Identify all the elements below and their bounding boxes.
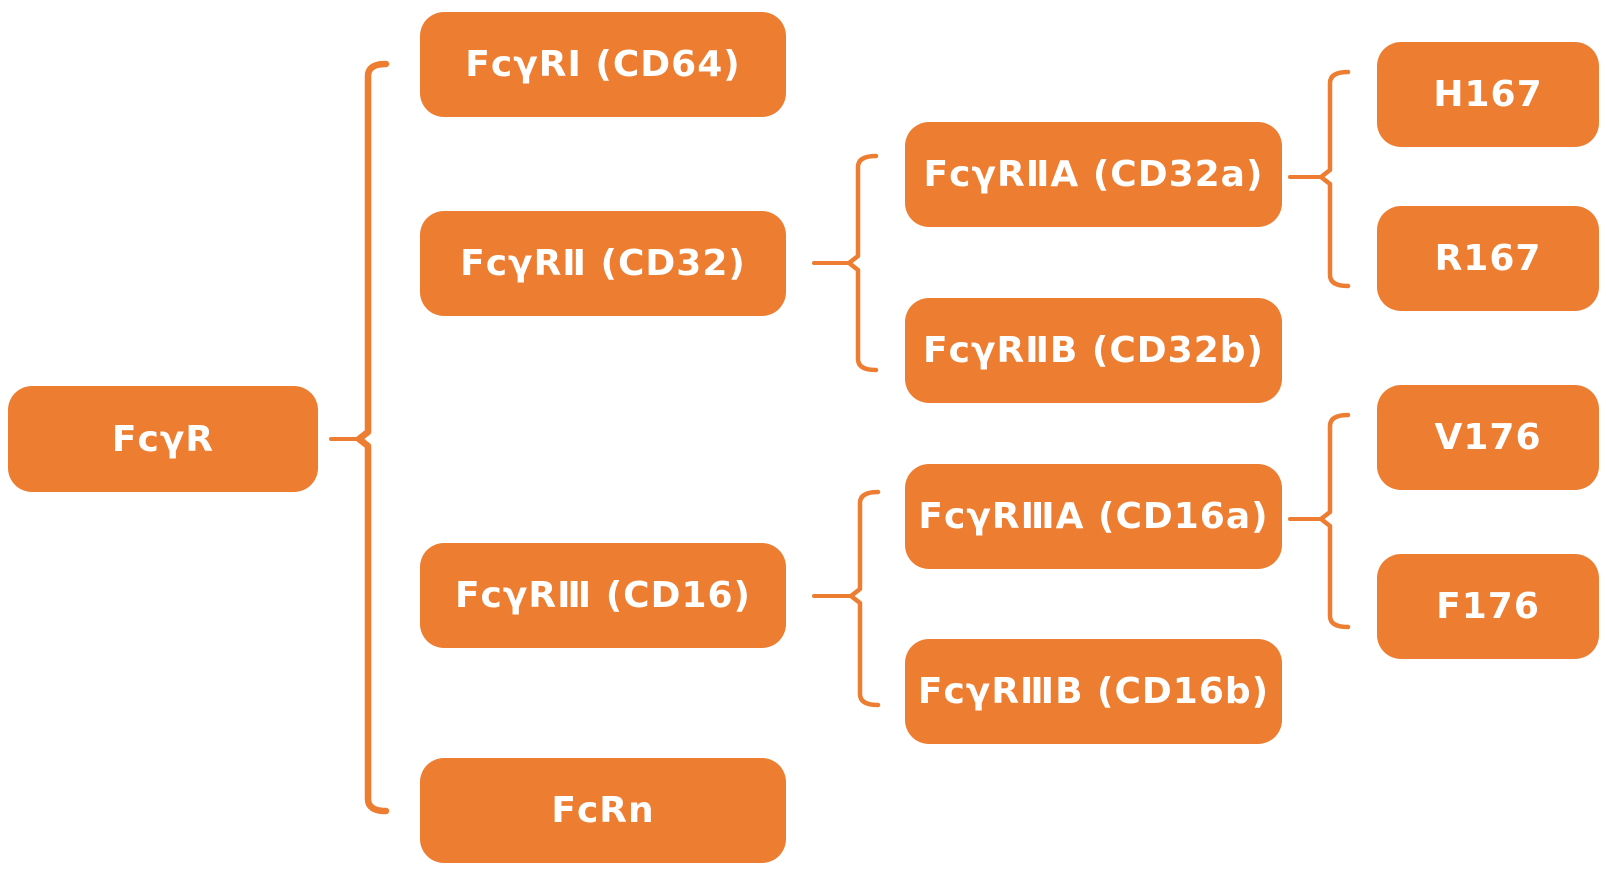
node-r167: R167 bbox=[1377, 206, 1599, 311]
node-fcgr3a-cd16a-label: FcγRⅢA (CD16a) bbox=[918, 496, 1269, 537]
node-fcgr3-cd16-label: FcγRⅢ (CD16) bbox=[454, 575, 752, 616]
node-f176-label: F176 bbox=[1436, 586, 1540, 627]
node-fcgr3b-cd16b-label: FcγRⅢB (CD16b) bbox=[917, 671, 1270, 712]
node-fcrn-label: FcRn bbox=[551, 790, 655, 831]
brace-fcgr-children bbox=[355, 60, 390, 815]
brace-fcgr3-children bbox=[848, 489, 881, 708]
node-h167-label: H167 bbox=[1433, 74, 1543, 115]
node-fcgr3a-cd16a: FcγRⅢA (CD16a) bbox=[905, 464, 1282, 569]
node-fcgr2a-cd32a-label: FcγRⅡA (CD32a) bbox=[923, 154, 1264, 195]
node-fcgr2-cd32: FcγRⅡ (CD32) bbox=[420, 211, 786, 316]
node-fcgr: FcγR bbox=[8, 386, 318, 492]
brace-fcgr2a-children bbox=[1318, 69, 1351, 289]
node-fcgr2a-cd32a: FcγRⅡA (CD32a) bbox=[905, 122, 1282, 227]
node-v176: V176 bbox=[1377, 385, 1599, 490]
node-v176-label: V176 bbox=[1434, 417, 1542, 458]
node-fcgr2b-cd32b: FcγRⅡB (CD32b) bbox=[905, 298, 1282, 403]
brace-fcgr2-children bbox=[846, 153, 879, 373]
node-fcgr2-cd32-label: FcγRⅡ (CD32) bbox=[460, 243, 746, 284]
node-r167-label: R167 bbox=[1434, 238, 1542, 279]
node-fcgr3-cd16: FcγRⅢ (CD16) bbox=[420, 543, 786, 648]
node-fcgr1-cd64-label: FcγRⅠ (CD64) bbox=[465, 44, 741, 85]
node-fcgr2b-cd32b-label: FcγRⅡB (CD32b) bbox=[923, 330, 1264, 371]
node-fcgr3b-cd16b: FcγRⅢB (CD16b) bbox=[905, 639, 1282, 744]
node-h167: H167 bbox=[1377, 42, 1599, 147]
node-f176: F176 bbox=[1377, 554, 1599, 659]
brace-fcgr3a-children bbox=[1318, 412, 1351, 630]
node-fcgr-label: FcγR bbox=[111, 418, 215, 460]
node-fcrn: FcRn bbox=[420, 758, 786, 863]
node-fcgr1-cd64: FcγRⅠ (CD64) bbox=[420, 12, 786, 117]
